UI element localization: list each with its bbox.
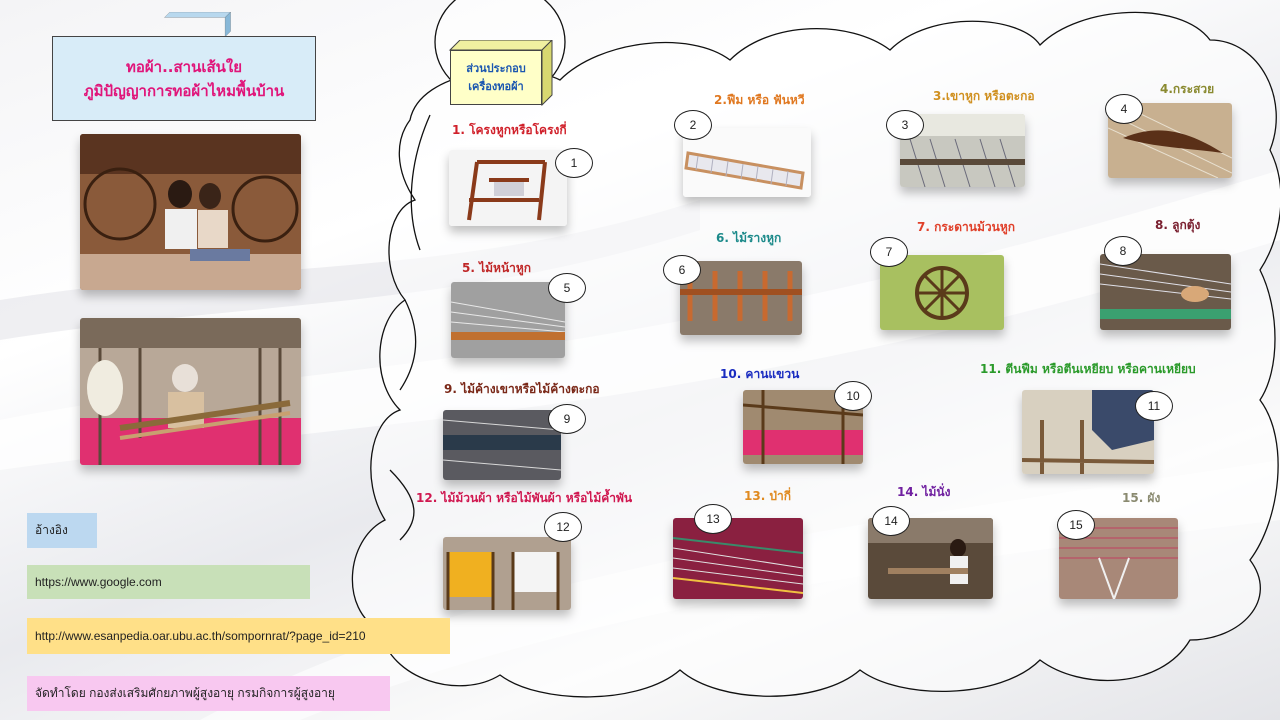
- credit-text: จัดทำโดย กองส่งเสริมศักยภาพผู้สูงอายุ กร…: [27, 676, 390, 711]
- part-label-6: 6. ไม้รางหูก: [716, 231, 782, 245]
- photo-part-13-loom-body: [673, 518, 803, 599]
- part-label-10: 10. คานแขวน: [720, 367, 800, 381]
- part-label-3: 3.เขาหูก หรือตะกอ: [933, 89, 1035, 103]
- references-heading: อ้างอิง: [27, 513, 97, 548]
- parts-box: ส่วนประกอบ เครื่องทอผ้า: [450, 50, 542, 105]
- part-label-4: 4.กระสวย: [1160, 82, 1215, 96]
- reference-link-google[interactable]: https://www.google.com: [27, 565, 310, 599]
- part-number-12: 12: [544, 512, 582, 542]
- title-box: ทอผ้า..สานเส้นใย ภูมิปัญญาการทอผ้าไหมพื้…: [52, 36, 316, 121]
- part-label-15: 15. ผัง: [1122, 491, 1161, 505]
- part-number-13: 13: [694, 504, 732, 534]
- part-label-8: 8. ลูกตุ้ง: [1155, 218, 1201, 232]
- part-label-14: 14. ไม้นั่ง: [897, 485, 951, 499]
- part-number-7: 7: [870, 237, 908, 267]
- part-label-1: 1. โครงหูกหรือโครงกี่: [452, 123, 567, 137]
- part-label-11: 11. ตีนฟืม หรือตีนเหยียบ หรือคานเหยียบ: [980, 362, 1196, 376]
- part-label-9: 9. ไม้ค้างเขาหรือไม้ค้างตะกอ: [444, 382, 600, 396]
- photo-part-5-front-beam: [451, 282, 565, 358]
- part-label-13: 13. ป่ากี่: [744, 489, 792, 503]
- part-number-8: 8: [1104, 236, 1142, 266]
- title-box-depth: [164, 12, 231, 37]
- part-number-14: 14: [872, 506, 910, 536]
- part-number-15: 15: [1057, 510, 1095, 540]
- photo-part-2-reed: [683, 128, 811, 197]
- part-number-4: 4: [1105, 94, 1143, 124]
- part-label-2: 2.ฟืม หรือ ฟันหวี: [714, 93, 805, 107]
- photo-part-14-seat: [868, 518, 993, 599]
- parts-box-line1: ส่วนประกอบ: [466, 61, 526, 75]
- photo-part-9-heddle-bar: [443, 410, 561, 480]
- part-label-5: 5. ไม้หน้าหูก: [462, 261, 532, 275]
- part-number-2: 2: [674, 110, 712, 140]
- part-number-10: 10: [834, 381, 872, 411]
- title-line1: ทอผ้า..สานเส้นใย: [126, 57, 242, 76]
- photo-part-12-cloth-beam: [443, 537, 571, 610]
- photo-weavers-at-spinning-wheels: [80, 134, 301, 290]
- part-number-3: 3: [886, 110, 924, 140]
- part-number-9: 9: [548, 404, 586, 434]
- part-label-7: 7. กระดานม้วนหูก: [917, 220, 1016, 234]
- parts-box-line2: เครื่องทอผ้า: [468, 79, 524, 93]
- part-label-12: 12. ไม้ม้วนผ้า หรือไม้พันผ้า หรือไม้ค้ำพ…: [416, 491, 633, 505]
- part-number-11: 11: [1135, 391, 1173, 421]
- reference-link-esanpedia[interactable]: http://www.esanpedia.oar.ubu.ac.th/sompo…: [27, 618, 450, 654]
- photo-part-8-weight: [1100, 254, 1231, 330]
- title-line2: ภูมิปัญญาการทอผ้าไหมพื้นบ้าน: [83, 81, 285, 100]
- part-number-6: 6: [663, 255, 701, 285]
- photo-elderly-woman-weaving: [80, 318, 301, 465]
- parts-box-depth: [448, 40, 553, 106]
- photo-part-7-warp-roller: [880, 255, 1004, 330]
- photo-part-1-loom-frame: [449, 150, 567, 226]
- photo-part-11-treadle: [1022, 390, 1154, 474]
- part-number-5: 5: [548, 273, 586, 303]
- part-number-1: 1: [555, 148, 593, 178]
